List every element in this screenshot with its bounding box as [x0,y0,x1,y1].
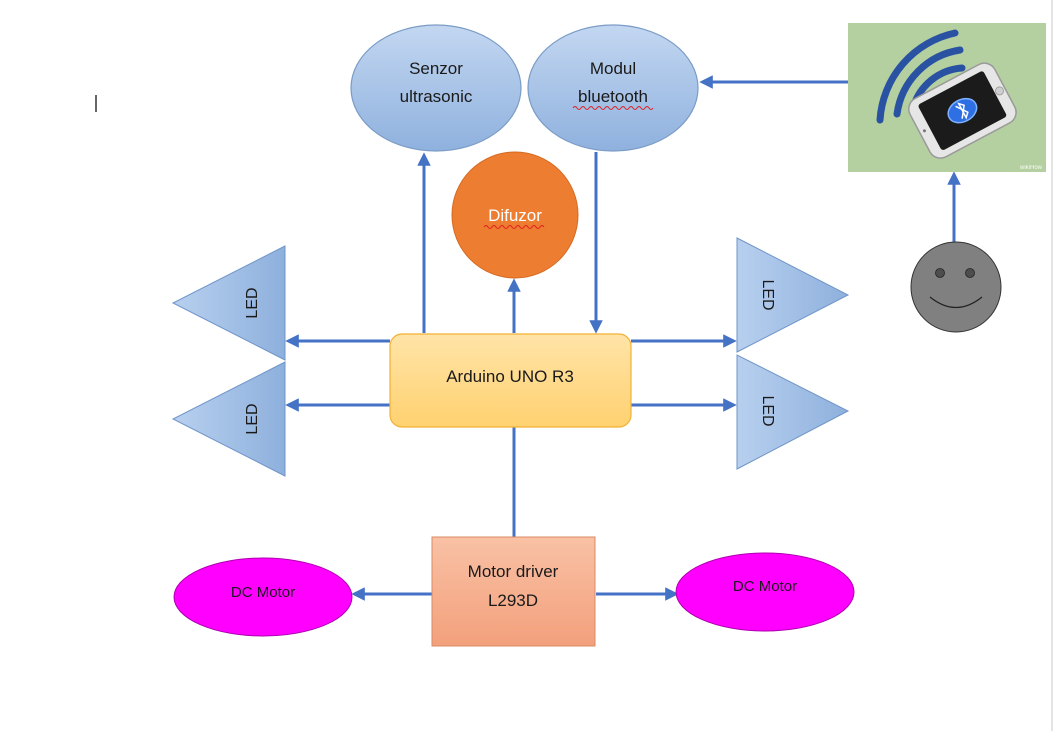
arduino-label: Arduino UNO R3 [446,367,574,386]
senzor-label-line2: ultrasonic [400,87,473,106]
smartphone-icon [908,62,1017,159]
motor-driver-label-line2: L293D [488,591,538,610]
dc-motor-left: DC Motor [173,557,353,637]
led-label: LED [759,395,776,426]
bluetooth-label-line1: Modul [590,59,636,78]
led-bottom-right: LED [736,354,850,470]
led-label: LED [244,403,261,434]
arduino-node: Arduino UNO R3 [389,333,632,428]
spellcheck-underline [572,106,654,110]
phone-bluetooth-image: wikiHow [848,23,1046,172]
led-label: LED [244,287,261,318]
spellcheck-underline [483,225,545,229]
difuzor-node: Difuzor [451,151,579,279]
bluetooth-module-node: Modul bluetooth [527,24,699,152]
phone-watermark: wikiHow [1019,165,1043,171]
senzor-ultrasonic-node: Senzor ultrasonic [350,24,522,152]
motor-driver-label-line1: Motor driver [468,562,559,581]
led-top-right: LED [736,237,850,353]
motor-driver-node: Motor driver L293D [431,536,596,647]
led-label: LED [759,279,776,310]
connectors [285,75,961,601]
bluetooth-label-line2: bluetooth [578,87,648,106]
dc-motor-right-label: DC Motor [733,578,797,595]
led-top-left: LED [171,245,286,361]
senzor-label-line1: Senzor [409,59,463,78]
difuzor-label: Difuzor [488,206,542,225]
dc-motor-right: DC Motor [675,552,855,632]
dc-motor-left-label: DC Motor [231,584,295,601]
led-bottom-left: LED [171,361,286,477]
smiley-face-icon [910,241,1002,333]
